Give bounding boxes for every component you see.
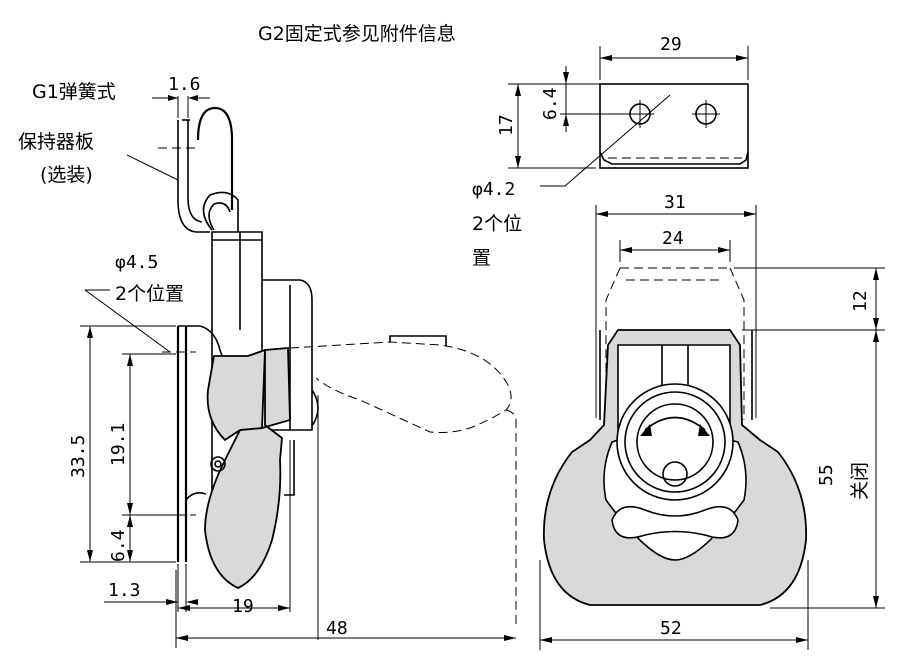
dim-55: 55 — [816, 464, 837, 486]
g2-note: G2固定式参见附件信息 — [258, 23, 456, 45]
g2-bracket-view — [599, 83, 749, 169]
dim-6-4-side: 6.4 — [108, 529, 129, 562]
g1-note: G1弹簧式 — [32, 81, 116, 103]
optional-label: (选装) — [40, 164, 93, 186]
dim-12: 12 — [850, 290, 871, 312]
dim-24: 24 — [662, 228, 684, 249]
dim-19-1: 19.1 — [108, 423, 129, 466]
dim-31: 31 — [664, 192, 686, 213]
latch-side-view — [176, 106, 517, 624]
dim-29: 29 — [660, 34, 682, 55]
dim-33-5: 33.5 — [68, 435, 89, 478]
dim-48: 48 — [326, 618, 348, 639]
dim-6-4-top: 6.4 — [540, 87, 561, 120]
dim-17: 17 — [496, 114, 517, 136]
latch-front-view — [543, 267, 807, 606]
dim-19: 19 — [232, 596, 254, 617]
top-hole-diameter: φ4.2 — [472, 179, 515, 200]
dim-52: 52 — [660, 618, 682, 639]
retainer-plate-label: 保持器板 — [18, 131, 94, 153]
dim-1-6: 1.6 — [168, 74, 201, 95]
side-hole-count: 2个位置 — [115, 283, 184, 305]
top-hole-count-1: 2个位 — [472, 213, 522, 235]
dim-1-3: 1.3 — [108, 580, 141, 601]
side-hole-diameter: φ4.5 — [115, 252, 158, 273]
closed-label: 关闭 — [849, 462, 871, 500]
top-hole-count-2: 置 — [472, 247, 491, 269]
